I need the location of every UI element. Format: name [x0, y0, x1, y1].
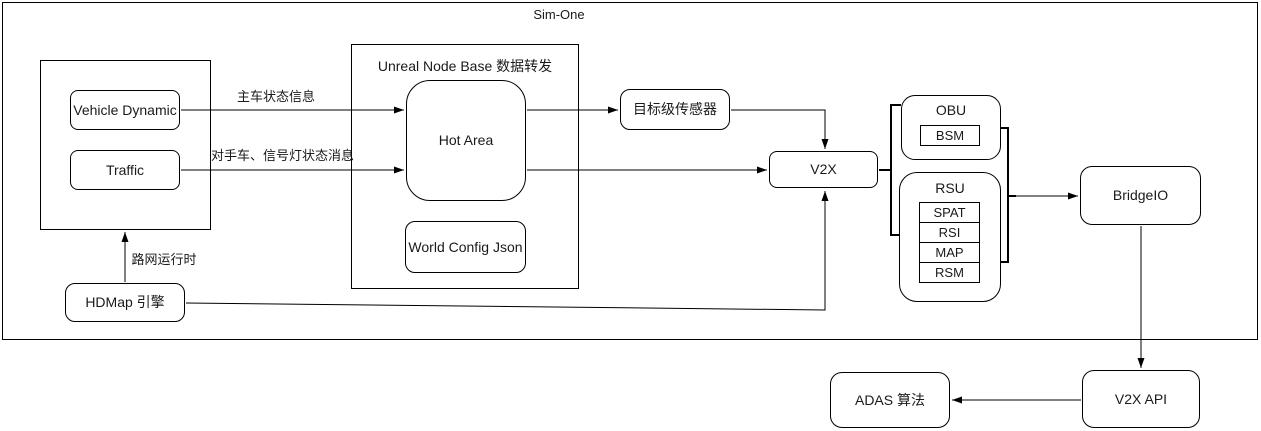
edge-label-road-network-runtime: 路网运行时	[131, 252, 197, 267]
unreal-node-base-container	[351, 44, 579, 289]
unreal-node-base-title: Unreal Node Base 数据转发	[377, 58, 553, 74]
msg-rsm: RSM	[919, 262, 980, 283]
node-obu-title: OBU	[935, 102, 967, 118]
node-bridgeio: BridgeIO	[1080, 166, 1201, 225]
edge-target-sensor-to-v2x	[731, 109, 829, 149]
msg-bsm: BSM	[920, 125, 980, 146]
node-rsu-title: RSU	[935, 180, 965, 196]
node-adas-algorithm: ADAS 算法	[830, 372, 950, 428]
node-hot-area: Hot Area	[406, 80, 526, 201]
node-v2x: V2X	[769, 151, 878, 188]
edge-label-host-vehicle-status: 主车状态信息	[236, 89, 315, 104]
msg-rsi: RSI	[919, 222, 980, 243]
node-target-level-sensor: 目标级传感器	[620, 89, 730, 130]
node-world-config-json: World Config Json	[405, 221, 526, 273]
diagram-title: Sim-One	[533, 7, 585, 22]
scenario-container	[40, 60, 211, 230]
msg-map: MAP	[919, 242, 980, 263]
node-v2x-api: V2X API	[1082, 370, 1200, 428]
bracket-right	[1001, 127, 1009, 263]
node-vehicle-dynamic: Vehicle Dynamic	[70, 90, 180, 130]
edge-label-rival-signal-status: 对手车、信号灯状态消息	[211, 148, 355, 163]
edge-hdmap-to-v2x	[185, 191, 829, 311]
sim-one-container	[2, 2, 1258, 340]
node-traffic: Traffic	[70, 150, 180, 190]
node-hdmap-engine: HDMap 引擎	[65, 283, 185, 322]
msg-spat: SPAT	[919, 202, 980, 223]
